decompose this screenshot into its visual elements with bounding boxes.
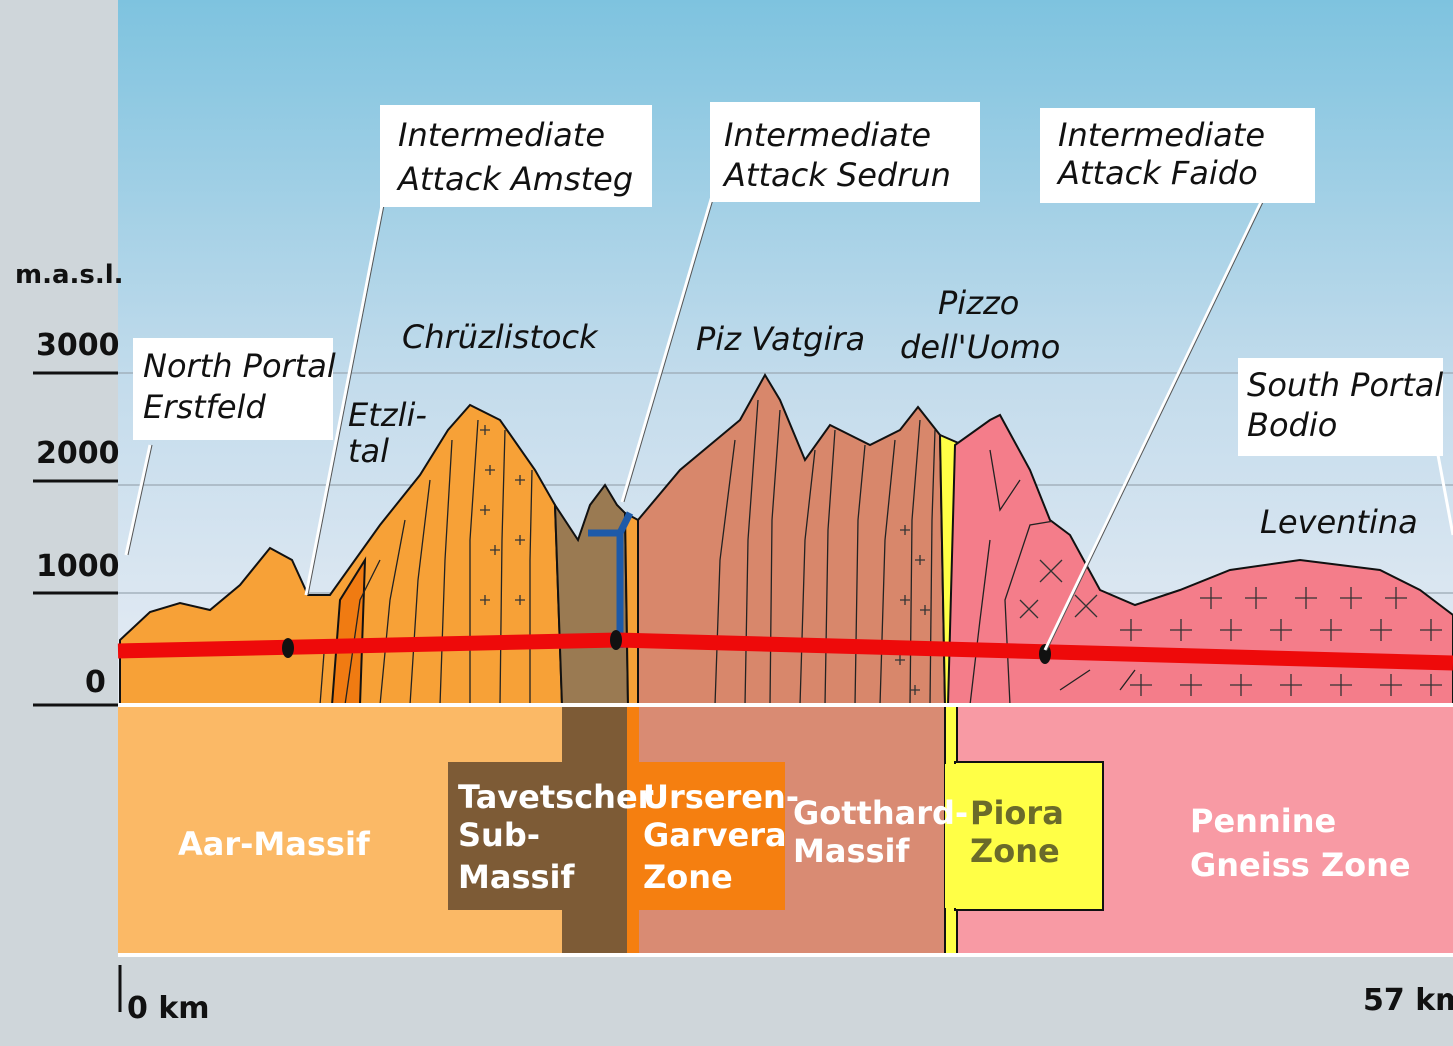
peak-piz-vatgira: Piz Vatgira	[696, 320, 865, 358]
sedrun-access-point	[610, 630, 622, 650]
y-tick-2000: 2000	[36, 436, 120, 471]
piora-label-box-join	[945, 764, 957, 908]
y-axis-unit: m.a.s.l.	[15, 260, 124, 290]
x-axis-end-label: 57 km	[1363, 983, 1453, 1018]
y-axis-ticks	[33, 373, 118, 705]
zone-piora: Piora Zone	[970, 794, 1075, 870]
y-tick-3000: 3000	[36, 328, 120, 363]
y-tick-1000: 1000	[36, 549, 120, 584]
faido-callout: Intermediate Attack Faido	[1056, 116, 1275, 192]
y-tick-0: 0	[85, 665, 106, 700]
x-axis-start-label: 0 km	[127, 991, 210, 1026]
urseren-section	[625, 513, 638, 705]
peak-chruzlistock: Chrüzlistock	[402, 318, 599, 356]
amsteg-access-point	[282, 638, 294, 658]
zone-aar-massif: Aar-Massif	[178, 825, 371, 863]
label-leventina: Leventina	[1260, 503, 1418, 541]
